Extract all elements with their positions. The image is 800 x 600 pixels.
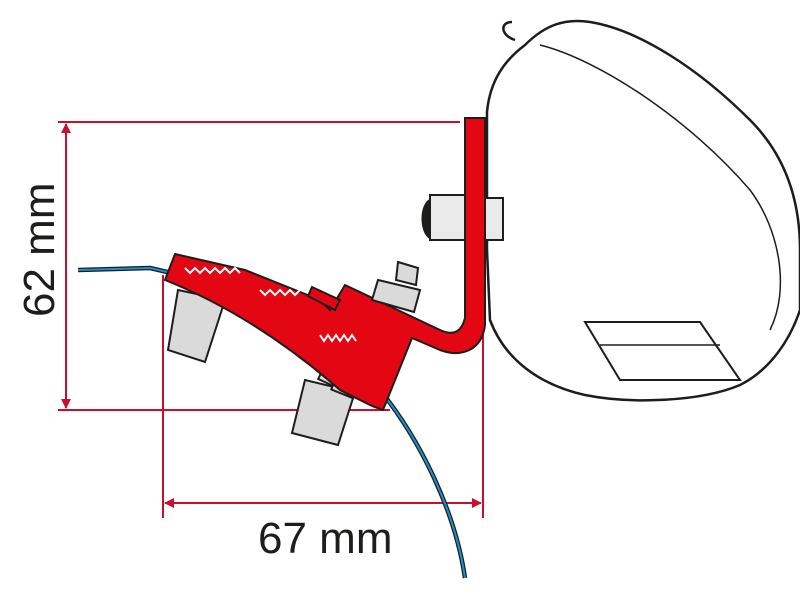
upper-nut xyxy=(421,194,504,241)
middle-nut xyxy=(370,260,422,314)
bracket-teeth xyxy=(184,266,357,343)
height-dimension-label: 62 mm xyxy=(15,182,64,317)
awning-housing xyxy=(485,19,800,402)
width-dimension-label: 67 mm xyxy=(258,514,393,563)
mounting-bracket xyxy=(163,117,486,412)
